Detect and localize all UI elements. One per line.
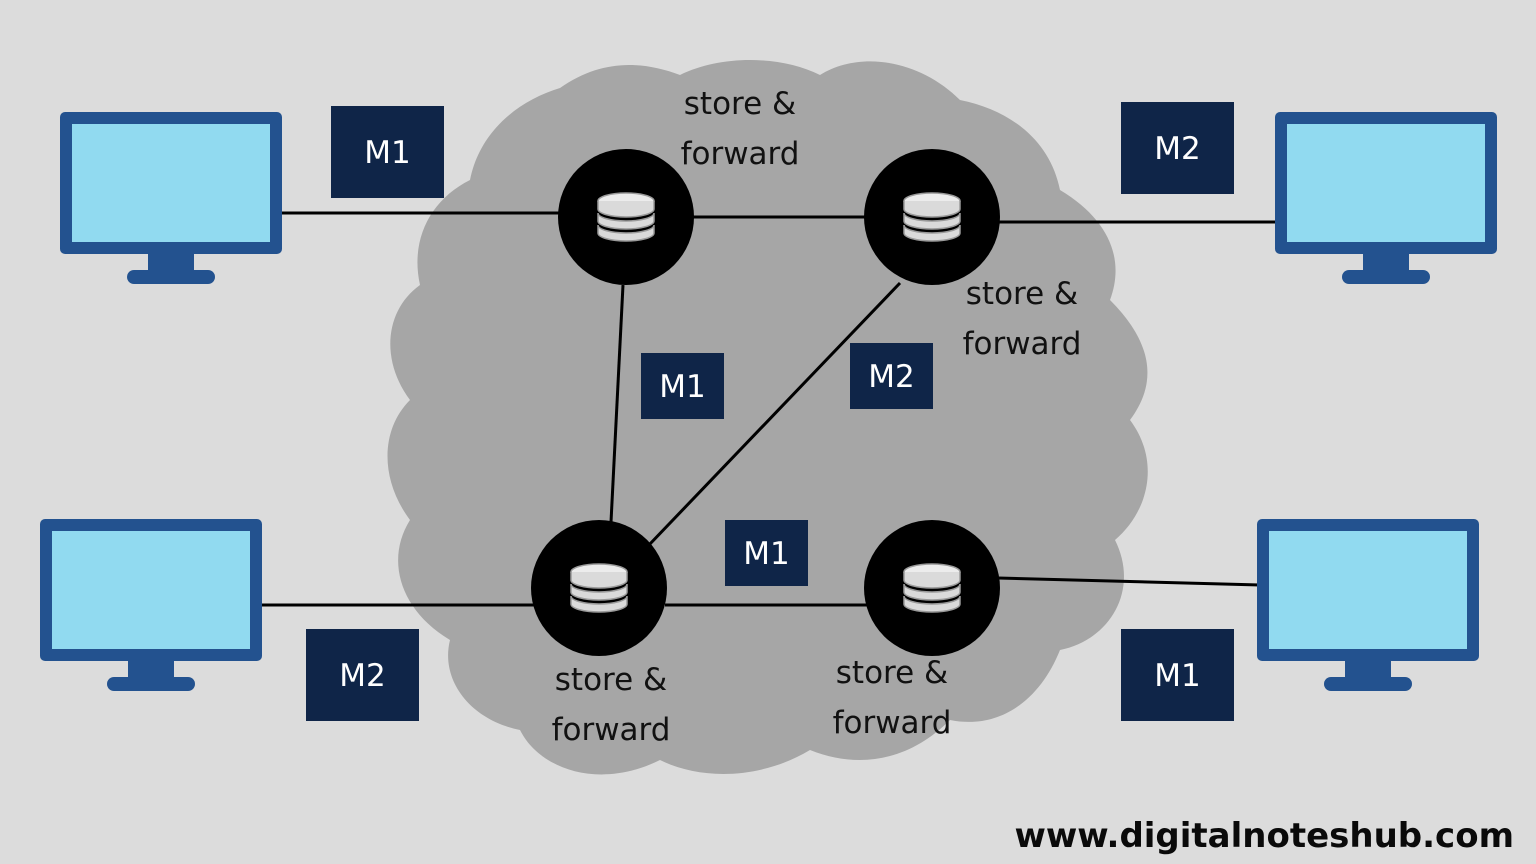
node-top-left	[558, 149, 694, 285]
message-box-host-top-left: M1	[331, 106, 444, 198]
monitor-icon	[1257, 519, 1479, 691]
svg-text:store &: store &	[684, 86, 796, 122]
link-diagonal	[646, 281, 902, 548]
monitor-icon	[40, 519, 262, 691]
svg-text:forward: forward	[963, 326, 1082, 362]
monitor-icon	[60, 112, 282, 284]
svg-text:forward: forward	[833, 705, 952, 741]
node-label-bottom-right: store & forward	[833, 655, 952, 741]
message-box-host-bottom-left: M2	[306, 629, 419, 721]
svg-text:store &: store &	[966, 276, 1078, 312]
svg-text:M2: M2	[339, 658, 385, 694]
svg-text:store &: store &	[555, 662, 667, 698]
monitor-icon	[1275, 112, 1497, 284]
svg-text:forward: forward	[681, 136, 800, 172]
svg-text:store &: store &	[836, 655, 948, 691]
message-box-host-top-right: M2	[1121, 102, 1234, 194]
message-box-link-diagonal: M2	[850, 343, 933, 409]
node-bottom-left	[531, 520, 667, 656]
svg-text:M1: M1	[1154, 658, 1200, 694]
svg-text:forward: forward	[552, 712, 671, 748]
node-label-bottom-left: store & forward	[552, 662, 671, 748]
computer-top-left	[60, 112, 282, 284]
svg-text:M2: M2	[868, 359, 914, 395]
node-label-top-right: store & forward	[963, 276, 1082, 362]
svg-text:M2: M2	[1154, 131, 1200, 167]
footer-url: www.digitalnoteshub.com	[1014, 816, 1514, 856]
node-label-top-left: store & forward	[681, 86, 800, 172]
message-box-host-bottom-right: M1	[1121, 629, 1234, 721]
node-top-right	[864, 149, 1000, 285]
computer-bottom-right	[1257, 519, 1479, 691]
computer-top-right	[1275, 112, 1497, 284]
node-bottom-right	[864, 520, 1000, 656]
link-vertical	[609, 284, 625, 523]
svg-text:M1: M1	[364, 135, 410, 171]
message-box-link-bottom: M1	[725, 520, 808, 586]
network-links	[250, 211, 1278, 607]
computer-bottom-left	[40, 519, 262, 691]
svg-text:M1: M1	[659, 369, 705, 405]
link-bottom-right-host	[997, 576, 1261, 587]
message-box-link-vertical: M1	[641, 353, 724, 419]
svg-text:M1: M1	[743, 536, 789, 572]
